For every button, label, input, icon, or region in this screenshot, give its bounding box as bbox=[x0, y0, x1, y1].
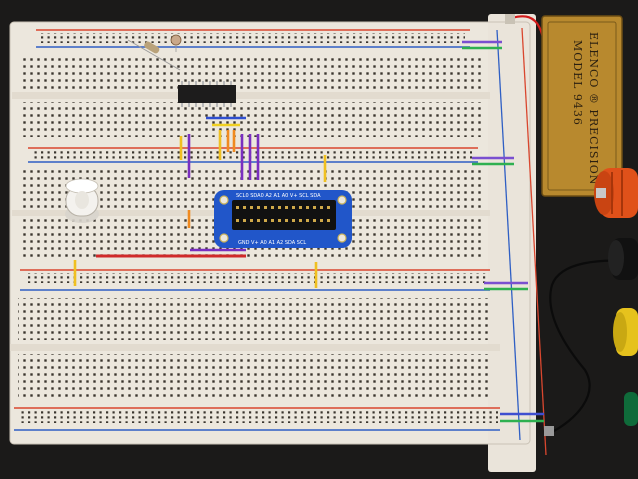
gpio-expander-module: SCL0 SDA0 A2 A1 A0 V+ SCL SDA GND V+ A0 … bbox=[214, 190, 352, 248]
model-plate: ELENCO ® PRECISION MODEL 9436 bbox=[541, 15, 623, 197]
right-vertical-rail bbox=[496, 27, 547, 456]
top-power-rail bbox=[36, 29, 470, 48]
photoresistor bbox=[170, 34, 182, 52]
terminal-strip-3 bbox=[10, 298, 500, 399]
led bbox=[65, 178, 99, 223]
module-header-label: SCL0 SDA0 A2 A1 A0 V+ SCL SDA bbox=[236, 193, 321, 199]
resistor bbox=[127, 39, 181, 71]
module-footer-label: GND V+ A0 A1 A2 SDA SCL bbox=[238, 240, 306, 246]
terminal-strip-1 bbox=[12, 54, 490, 137]
red-binding-post[interactable] bbox=[594, 168, 638, 218]
green-binding-post[interactable] bbox=[624, 392, 638, 426]
upper-middle-power-rail bbox=[28, 147, 478, 163]
yellow-binding-post[interactable] bbox=[613, 308, 638, 356]
jumper-wires-top bbox=[179, 116, 327, 228]
plate-model-text: MODEL 9436 bbox=[571, 40, 584, 126]
ic-chip bbox=[178, 81, 236, 107]
plate-brand-text: ELENCO ® PRECISION bbox=[587, 32, 600, 185]
rail-jumpers-right bbox=[462, 40, 544, 423]
jumper-wires-bottom bbox=[73, 248, 318, 288]
lower-middle-power-rail bbox=[20, 269, 490, 291]
bottom-power-rail bbox=[14, 407, 500, 431]
black-binding-post[interactable] bbox=[608, 238, 638, 280]
black-test-lead bbox=[544, 259, 638, 436]
